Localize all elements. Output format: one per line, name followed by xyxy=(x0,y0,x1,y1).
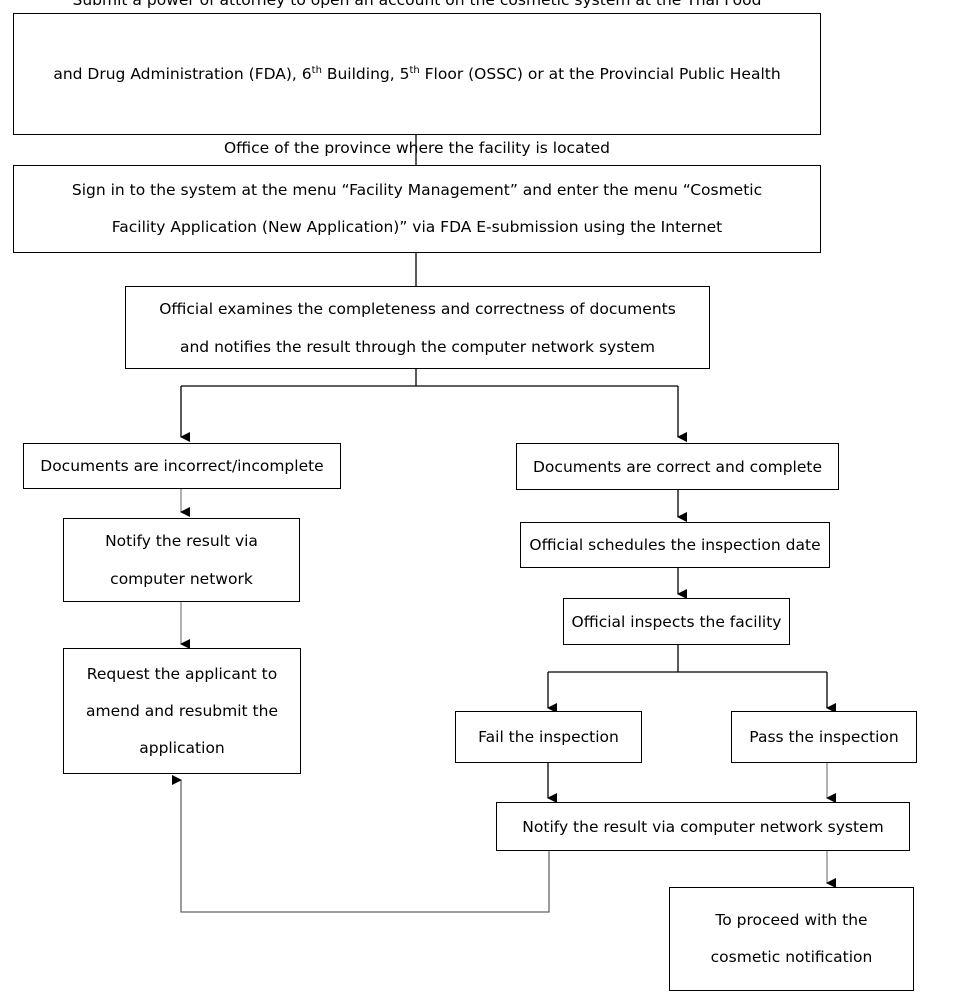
box-inspects-facility: Official inspects the facility xyxy=(563,598,790,645)
box-notify-result-network: Notify the result via computer network xyxy=(63,518,300,602)
box-sign-in: Sign in to the system at the menu “Facil… xyxy=(13,165,821,253)
box-official-examines-text: Official examines the completeness and c… xyxy=(159,299,676,356)
box-schedule-inspection: Official schedules the inspection date xyxy=(520,522,830,568)
box-fail-inspection: Fail the inspection xyxy=(455,711,642,763)
box-pass-inspection: Pass the inspection xyxy=(731,711,917,763)
box-documents-correct: Documents are correct and complete xyxy=(516,443,839,490)
box-notify-result-network-text: Notify the result via computer network xyxy=(105,532,258,588)
box-submit-poa-line1: Submit a power of attorney to open an ac… xyxy=(53,0,780,19)
box-proceed-cosmetic-notification: To proceed with the cosmetic notificatio… xyxy=(669,887,914,991)
box-submit-power-of-attorney: Submit a power of attorney to open an ac… xyxy=(13,0,821,157)
box-inspects-facility-text: Official inspects the facility xyxy=(571,612,782,631)
box-submit-poa-line3: Office of the province where the facilit… xyxy=(223,138,611,157)
loop-back-to-request xyxy=(172,775,550,913)
box-submit-poa-line2a: and Drug Administration (FDA), 6 xyxy=(53,64,312,83)
box-fail-inspection-text: Fail the inspection xyxy=(478,728,619,746)
box-proceed-cosmetic-notification-text: To proceed with the cosmetic notificatio… xyxy=(710,911,873,966)
box-submit-poa-sup1: th xyxy=(311,64,322,76)
box-submit-poa-line2c: Floor (OSSC) or at the Provincial Public… xyxy=(419,64,781,83)
box-official-examines: Official examines the completeness and c… xyxy=(125,286,710,369)
box-notify-result-network-system-text: Notify the result via computer network s… xyxy=(522,817,884,836)
box-schedule-inspection-text: Official schedules the inspection date xyxy=(529,536,821,554)
box-documents-incorrect-text: Documents are incorrect/incomplete xyxy=(40,457,324,475)
box-request-amend: Request the applicant to amend and resub… xyxy=(63,648,301,774)
box-notify-result-network-system: Notify the result via computer network s… xyxy=(496,802,910,851)
box-submit-poa-sup2: th xyxy=(409,64,420,76)
box-documents-correct-text: Documents are correct and complete xyxy=(533,457,822,476)
box-submit-poa-line2b: Building, 5 xyxy=(321,64,410,83)
box-request-amend-text: Request the applicant to amend and resub… xyxy=(86,664,278,757)
box-documents-incorrect: Documents are incorrect/incomplete xyxy=(23,443,341,489)
box-sign-in-text: Sign in to the system at the menu “Facil… xyxy=(71,181,763,236)
box-pass-inspection-text: Pass the inspection xyxy=(749,728,899,746)
